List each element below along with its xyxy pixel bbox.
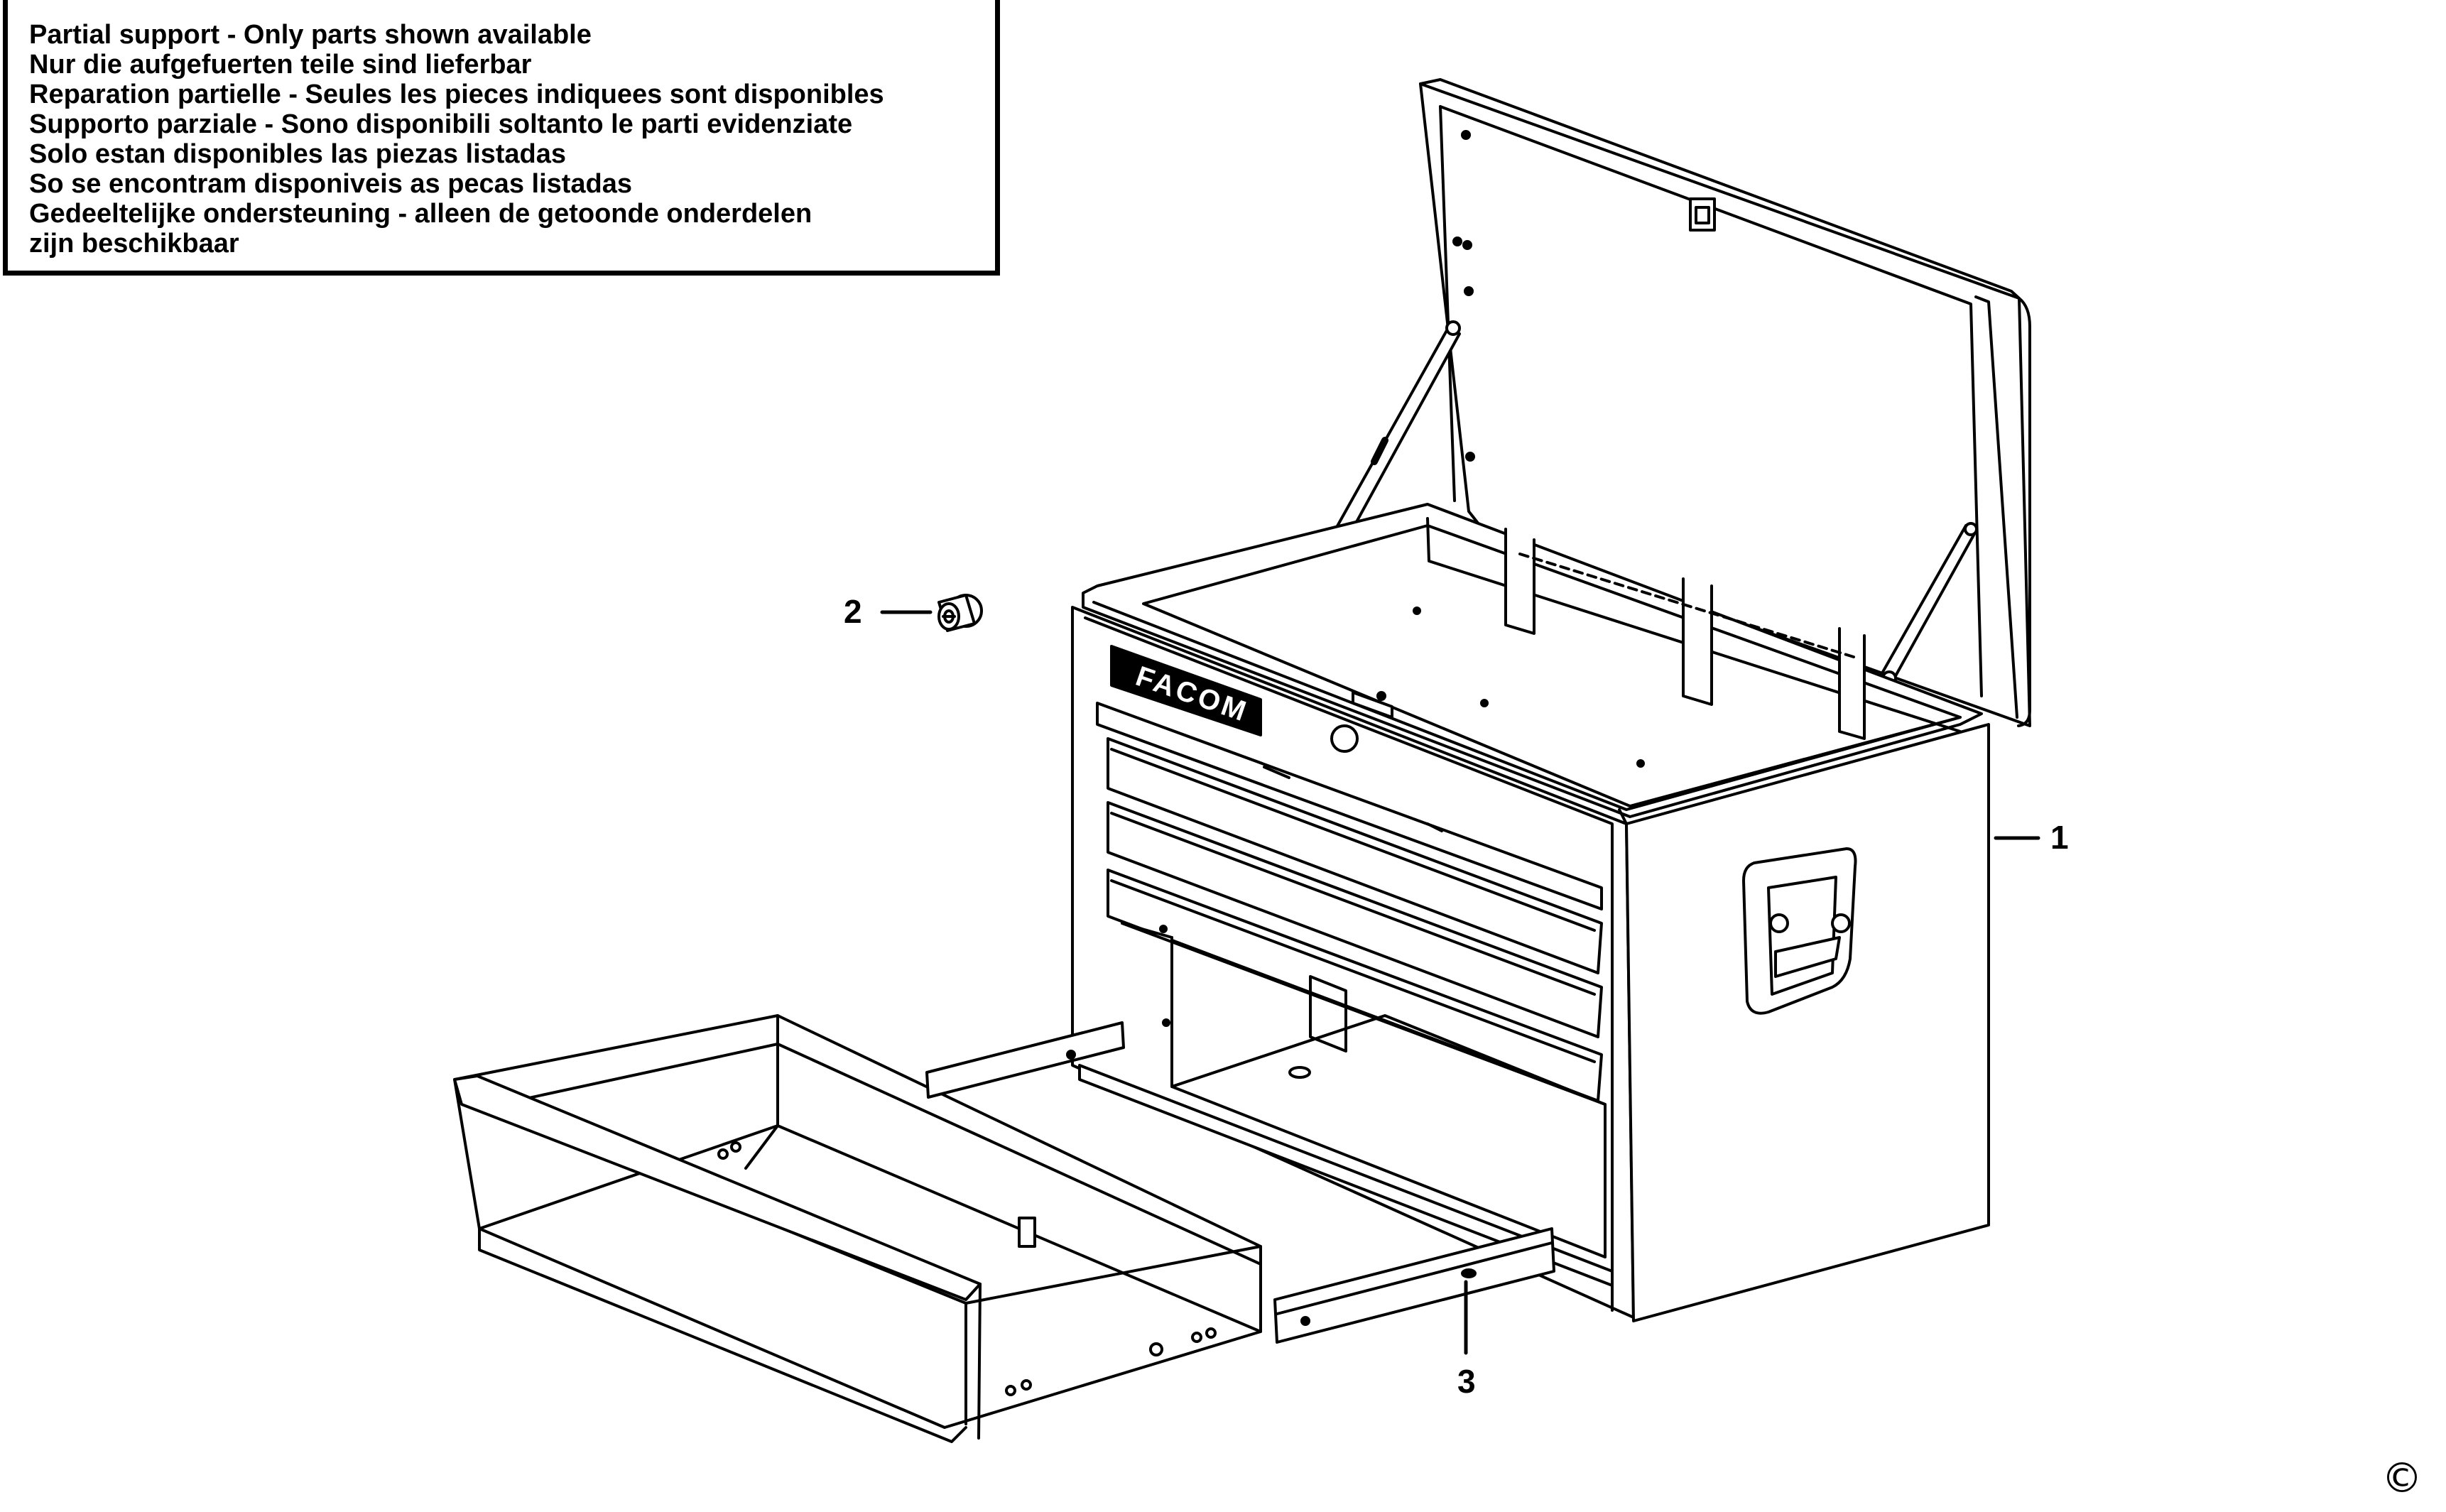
notice-line-nl: Gedeeltelijke ondersteuning - alleen de … [29, 199, 812, 229]
callout-3: 3 [1457, 1363, 1476, 1400]
copyright-symbol: © [2381, 1454, 2423, 1502]
callout-2: 2 [844, 593, 862, 630]
chest-body [1071, 503, 1990, 1322]
notice-line-en: Partial support - Only parts shown avail… [29, 20, 592, 50]
notice-line-nl-cont: zijn beschikbaar [29, 229, 239, 259]
notice-line-pt: So se encontram disponiveis as pecas lis… [29, 169, 633, 199]
callout-1: 1 [2050, 819, 2069, 856]
drawer-slides [925, 1021, 1555, 1344]
pulled-out-drawer [453, 1014, 1262, 1443]
notice-line-de: Nur die aufgefuerten teile sind lieferba… [29, 50, 532, 80]
side-handle-icon [1742, 847, 1857, 1015]
lid-latch-icon [1689, 197, 1716, 232]
notice-line-it: Supporto parziale - Sono disponibili sol… [29, 109, 853, 139]
chest-lid [1419, 78, 2031, 727]
notice-line-fr: Reparation partielle - Seules les pieces… [29, 80, 884, 109]
notice-line-es: Solo estan disponibles las piezas listad… [29, 139, 567, 169]
partial-support-notice: Partial support - Only parts shown avail… [3, 0, 1000, 276]
lock-cylinder-part [937, 594, 983, 632]
callout-leaders [880, 610, 2040, 1355]
drawer-fronts [1096, 702, 1603, 1102]
